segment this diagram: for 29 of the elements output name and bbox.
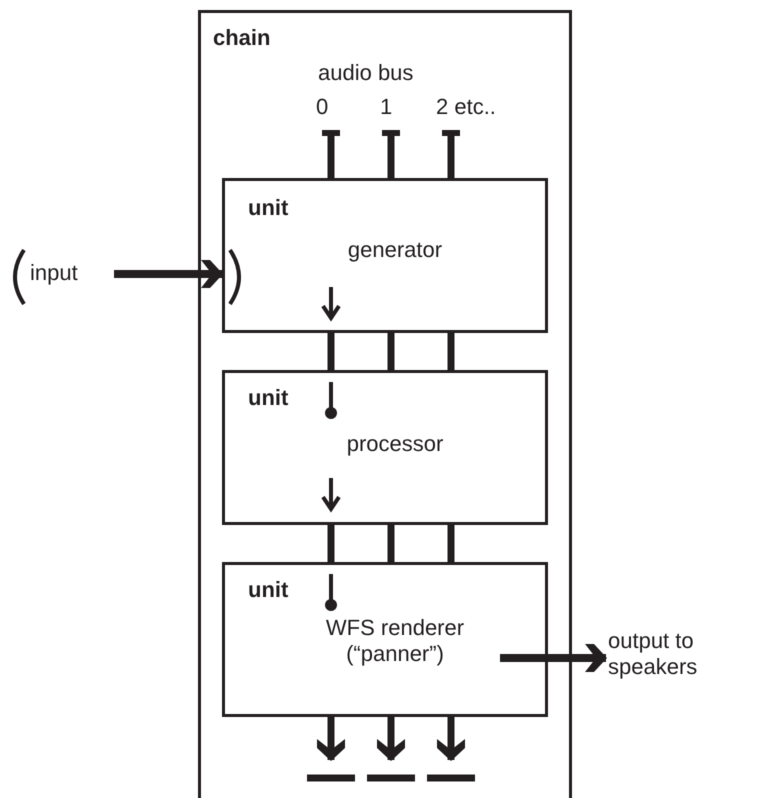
bus-number: 2 etc.. bbox=[436, 94, 496, 120]
unit-heading: unit bbox=[248, 577, 288, 603]
bus-line bbox=[448, 333, 454, 370]
input-label: input bbox=[30, 260, 106, 286]
chain-heading: chain bbox=[213, 25, 270, 51]
bus-line bbox=[448, 525, 454, 562]
bus-line bbox=[377, 717, 405, 761]
bus-line bbox=[388, 333, 394, 370]
unit-heading: unit bbox=[248, 385, 288, 411]
output-label: output to speakers bbox=[608, 628, 758, 680]
chain-box bbox=[198, 10, 572, 798]
unit-title: generator bbox=[346, 237, 444, 263]
bus-number: 0 bbox=[316, 94, 328, 120]
bus-line bbox=[328, 525, 334, 562]
bus-line bbox=[388, 525, 394, 562]
unit-title: WFS renderer (“panner”) bbox=[324, 615, 466, 667]
bus-number: 1 bbox=[380, 94, 392, 120]
bus-label: audio bus bbox=[318, 60, 414, 86]
bus-line bbox=[328, 333, 334, 370]
bus-line bbox=[379, 130, 403, 178]
unit-box bbox=[222, 370, 548, 525]
bus-line bbox=[437, 717, 465, 761]
unit-box bbox=[222, 178, 548, 333]
unit-title: processor bbox=[346, 431, 444, 457]
bus-line bbox=[439, 130, 463, 178]
bus-line bbox=[317, 717, 345, 761]
unit-heading: unit bbox=[248, 195, 288, 221]
bus-line bbox=[319, 130, 343, 178]
unit-box bbox=[222, 562, 548, 717]
